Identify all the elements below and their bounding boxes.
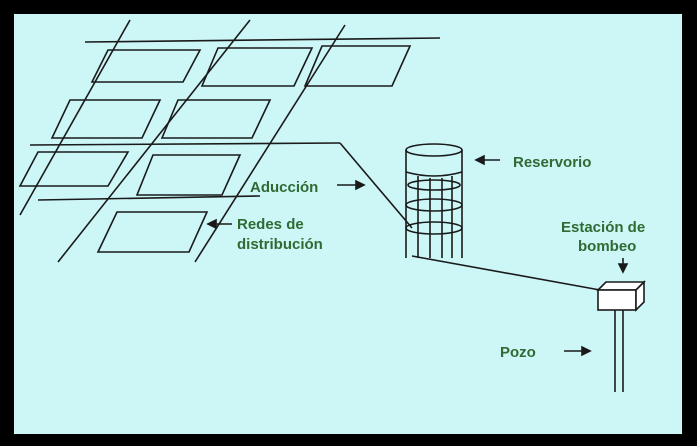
label-estacion-line1: Estación de	[561, 219, 645, 236]
label-redes-line1: Redes de	[237, 216, 304, 233]
block	[96, 211, 209, 253]
left-arrow-icon	[474, 154, 500, 166]
aduccion-pipe	[339, 142, 413, 229]
block	[135, 154, 242, 196]
down-arrow-icon	[617, 258, 629, 274]
left-arrow-icon	[206, 218, 232, 230]
block	[160, 99, 272, 139]
network-streets	[19, 19, 441, 263]
pump-pipe	[411, 255, 601, 291]
label-redes-line2: distribución	[237, 236, 323, 253]
label-reservorio: Reservorio	[513, 154, 591, 171]
label-estacion-line2: bombeo	[578, 238, 636, 255]
right-arrow-icon	[564, 345, 592, 357]
block	[303, 45, 412, 87]
block	[200, 47, 314, 87]
label-aduccion: Aducción	[250, 179, 318, 196]
block	[18, 151, 130, 187]
block	[50, 99, 162, 139]
pumping-station-box	[596, 280, 646, 312]
block	[90, 49, 202, 83]
well-pipe	[614, 310, 624, 392]
diagram-panel	[14, 14, 682, 434]
reservoir-tower	[405, 143, 463, 258]
label-pozo: Pozo	[500, 344, 536, 361]
left-arrow-icon	[337, 179, 366, 191]
network-blocks	[18, 45, 412, 253]
